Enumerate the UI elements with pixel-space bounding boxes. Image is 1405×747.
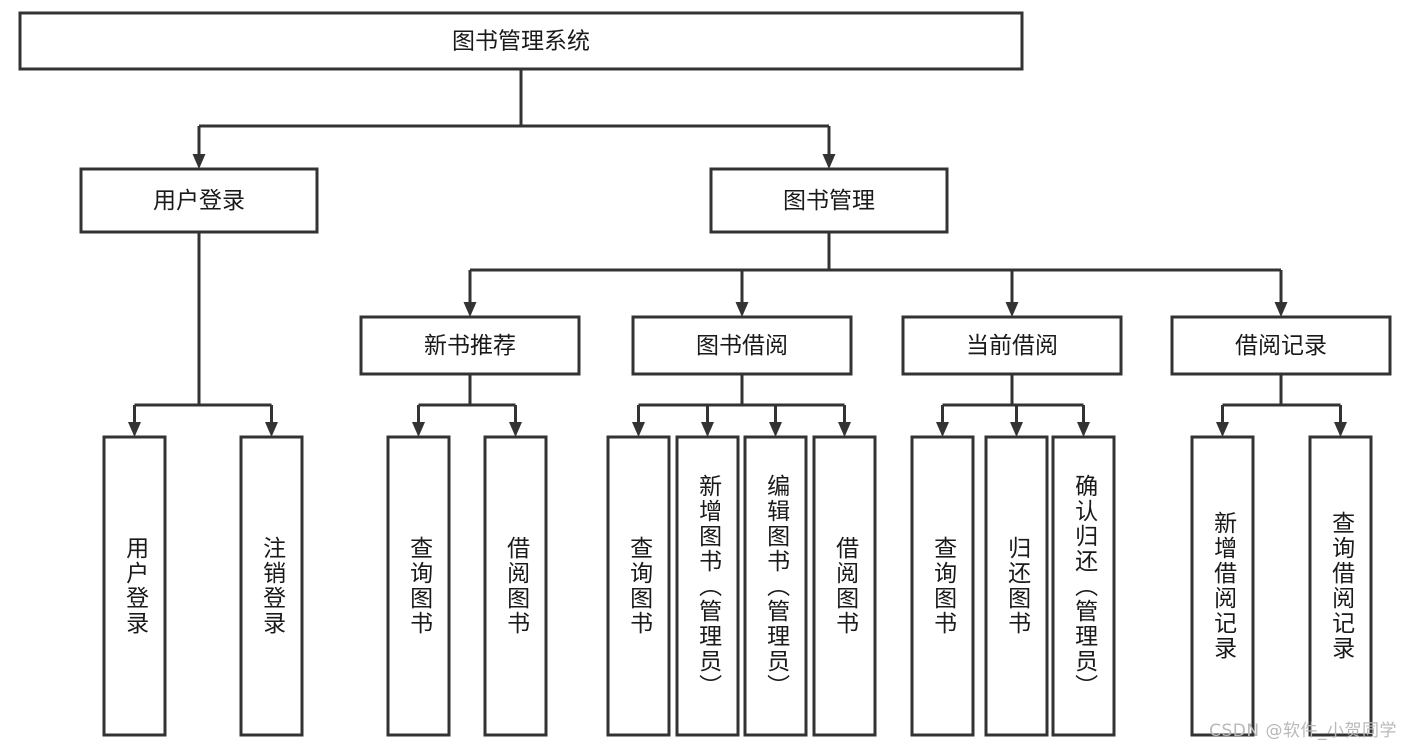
- arrow-head-icon: [936, 422, 949, 437]
- arrow-head-icon: [1334, 422, 1347, 437]
- node-leaf-add-record[interactable]: [1190, 435, 1255, 737]
- node-leaf-borrow-book-2[interactable]: [812, 435, 877, 737]
- node-label: 借阅记录: [1235, 333, 1327, 359]
- arrow-head-icon: [192, 154, 206, 169]
- node-leaf-confirm-return[interactable]: [1051, 435, 1116, 737]
- node-current-borrow[interactable]: 当前借阅: [901, 315, 1123, 376]
- node-borrow-record[interactable]: 借阅记录: [1170, 315, 1392, 376]
- arrow-head-icon: [463, 302, 477, 317]
- arrow-head-icon: [838, 422, 851, 437]
- arrow-head-icon: [1005, 302, 1019, 317]
- node-root[interactable]: 图书管理系统: [18, 11, 1024, 71]
- node-label: 图书管理: [783, 188, 875, 214]
- node-leaf-user-login[interactable]: [102, 435, 167, 737]
- node-new-book-rec[interactable]: 新书推荐: [359, 315, 581, 376]
- arrow-head-icon: [735, 302, 749, 317]
- node-label: 新书推荐: [424, 333, 516, 359]
- edges-layer: [128, 69, 1347, 437]
- arrow-head-icon: [1010, 422, 1023, 437]
- node-label: 图书借阅: [696, 333, 788, 359]
- node-book-manage[interactable]: 图书管理: [709, 167, 949, 234]
- node-leaf-query-book-3[interactable]: [910, 435, 975, 737]
- arrow-head-icon: [1274, 302, 1288, 317]
- arrow-head-icon: [701, 422, 714, 437]
- watermark-text: CSDN @软件_小贺同学: [1209, 721, 1397, 741]
- arrow-head-icon: [128, 422, 141, 437]
- arrow-head-icon: [769, 422, 782, 437]
- node-leaf-query-record[interactable]: [1308, 435, 1373, 737]
- arrow-head-icon: [1077, 422, 1090, 437]
- node-label: 当前借阅: [966, 333, 1058, 359]
- node-leaf-borrow-book-1[interactable]: [483, 435, 548, 737]
- arrow-head-icon: [412, 422, 425, 437]
- node-book-borrow[interactable]: 图书借阅: [631, 315, 853, 376]
- node-label: 用户登录: [153, 188, 245, 214]
- node-leaf-query-book-1[interactable]: [386, 435, 451, 737]
- node-leaf-edit-book[interactable]: [743, 435, 808, 737]
- arrow-head-icon: [822, 154, 836, 169]
- arrow-head-icon: [1216, 422, 1229, 437]
- node-user-login[interactable]: 用户登录: [79, 167, 319, 234]
- node-leaf-query-book-2[interactable]: [606, 435, 671, 737]
- arrow-head-icon: [265, 422, 278, 437]
- node-leaf-add-book[interactable]: [675, 435, 740, 737]
- node-label: 图书管理系统: [452, 29, 590, 55]
- arrow-head-icon: [509, 422, 522, 437]
- node-leaf-return-book[interactable]: [984, 435, 1049, 737]
- node-leaf-user-logout[interactable]: [239, 435, 304, 737]
- arrow-head-icon: [632, 422, 645, 437]
